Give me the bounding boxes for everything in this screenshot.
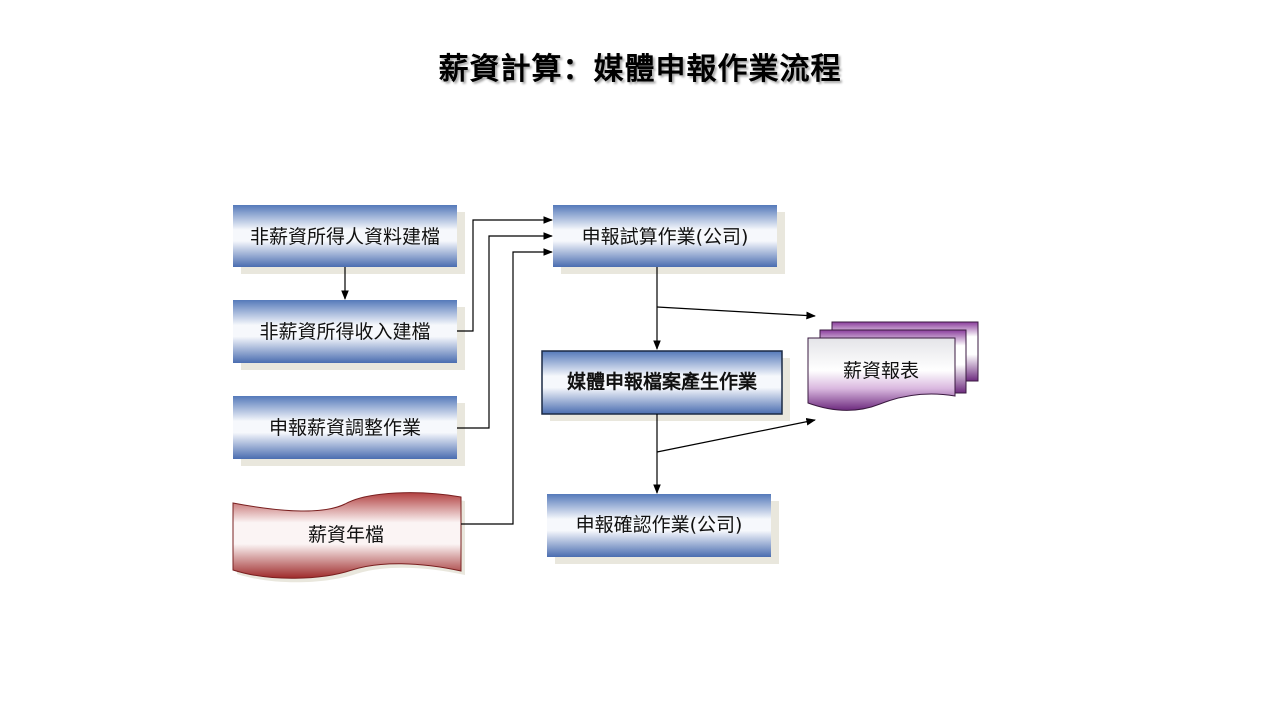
node-label: 薪資報表	[843, 360, 919, 382]
node-salary-year-file: 薪資年檔	[232, 492, 465, 583]
process-box	[233, 205, 457, 267]
process-box	[541, 350, 783, 415]
connector-yearfile-to-trial	[461, 248, 553, 525]
page-title: 薪資計算：媒體申報作業流程	[438, 52, 842, 87]
node-label: 薪資年檔	[308, 524, 384, 546]
node-label: 申報確認作業(公司)	[576, 514, 743, 536]
node-label: 非薪資所得收入建檔	[259, 321, 430, 343]
node-label: 申報薪資調整作業	[269, 417, 421, 439]
node-non-salary-person: 非薪資所得人資料建檔	[233, 205, 465, 274]
process-box	[553, 205, 777, 267]
connectors	[341, 216, 816, 525]
node-trial-calc: 申報試算作業(公司)	[553, 205, 785, 274]
node-label: 非薪資所得人資料建檔	[250, 226, 440, 248]
node-salary-report: 薪資報表	[807, 321, 979, 411]
process-box	[547, 494, 771, 557]
tape-shape	[232, 492, 462, 579]
node-label: 申報試算作業(公司)	[582, 226, 749, 248]
connector-income-to-trial	[457, 216, 553, 332]
process-box	[233, 300, 457, 363]
connector-adjust-to-trial	[457, 232, 553, 429]
document-page-front	[807, 337, 956, 411]
node-media-file: 媒體申報檔案產生作業	[541, 350, 790, 421]
node-confirm: 申報確認作業(公司)	[547, 494, 779, 564]
connector-trial-to-report	[656, 306, 816, 320]
process-box	[233, 396, 457, 459]
node-label: 媒體申報檔案產生作業	[567, 370, 758, 393]
connector-media-to-report	[656, 417, 816, 453]
node-non-salary-income: 非薪資所得收入建檔	[233, 300, 465, 370]
node-salary-adjust: 申報薪資調整作業	[233, 396, 465, 466]
